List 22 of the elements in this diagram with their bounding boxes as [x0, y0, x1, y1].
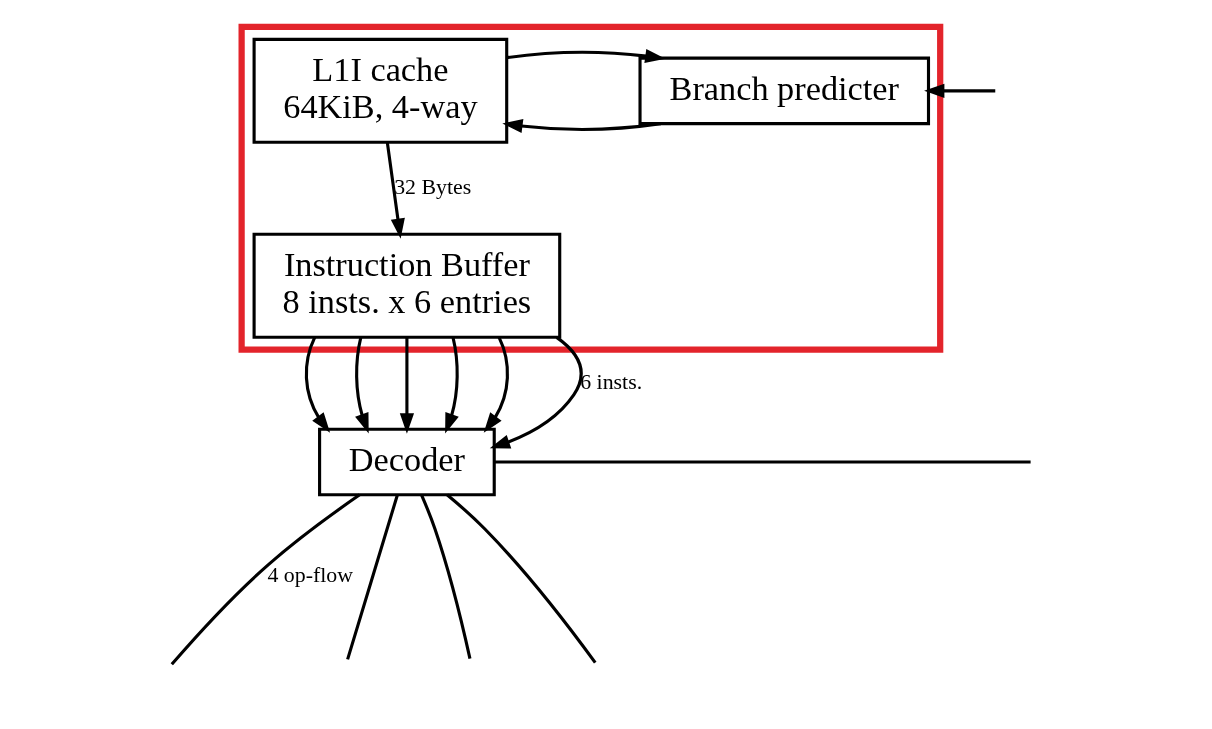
arrow — [489, 336, 583, 449]
arrow — [354, 337, 369, 434]
edge-label: 32 Bytes — [393, 175, 471, 200]
arrow — [385, 142, 405, 239]
arrow — [304, 336, 330, 433]
node-box: Branch predicter — [637, 56, 930, 126]
arrow — [501, 119, 661, 134]
connector — [494, 460, 1031, 464]
node-box: Decoder — [317, 427, 496, 497]
arrow — [399, 337, 414, 434]
arrow — [444, 337, 459, 434]
edge-label: 6 insts. — [579, 369, 642, 394]
connector — [445, 493, 596, 664]
arrow — [923, 83, 995, 98]
node-box: L1I cache 64KiB, 4-way — [252, 37, 508, 144]
connector — [419, 494, 471, 659]
edge-label: 4 op-flow — [266, 563, 353, 588]
connector — [345, 494, 399, 660]
node-box: Instruction Buffer 8 insts. x 6 entries — [252, 232, 561, 339]
arrow — [483, 336, 509, 433]
arrow — [506, 48, 665, 64]
connector — [170, 493, 361, 666]
